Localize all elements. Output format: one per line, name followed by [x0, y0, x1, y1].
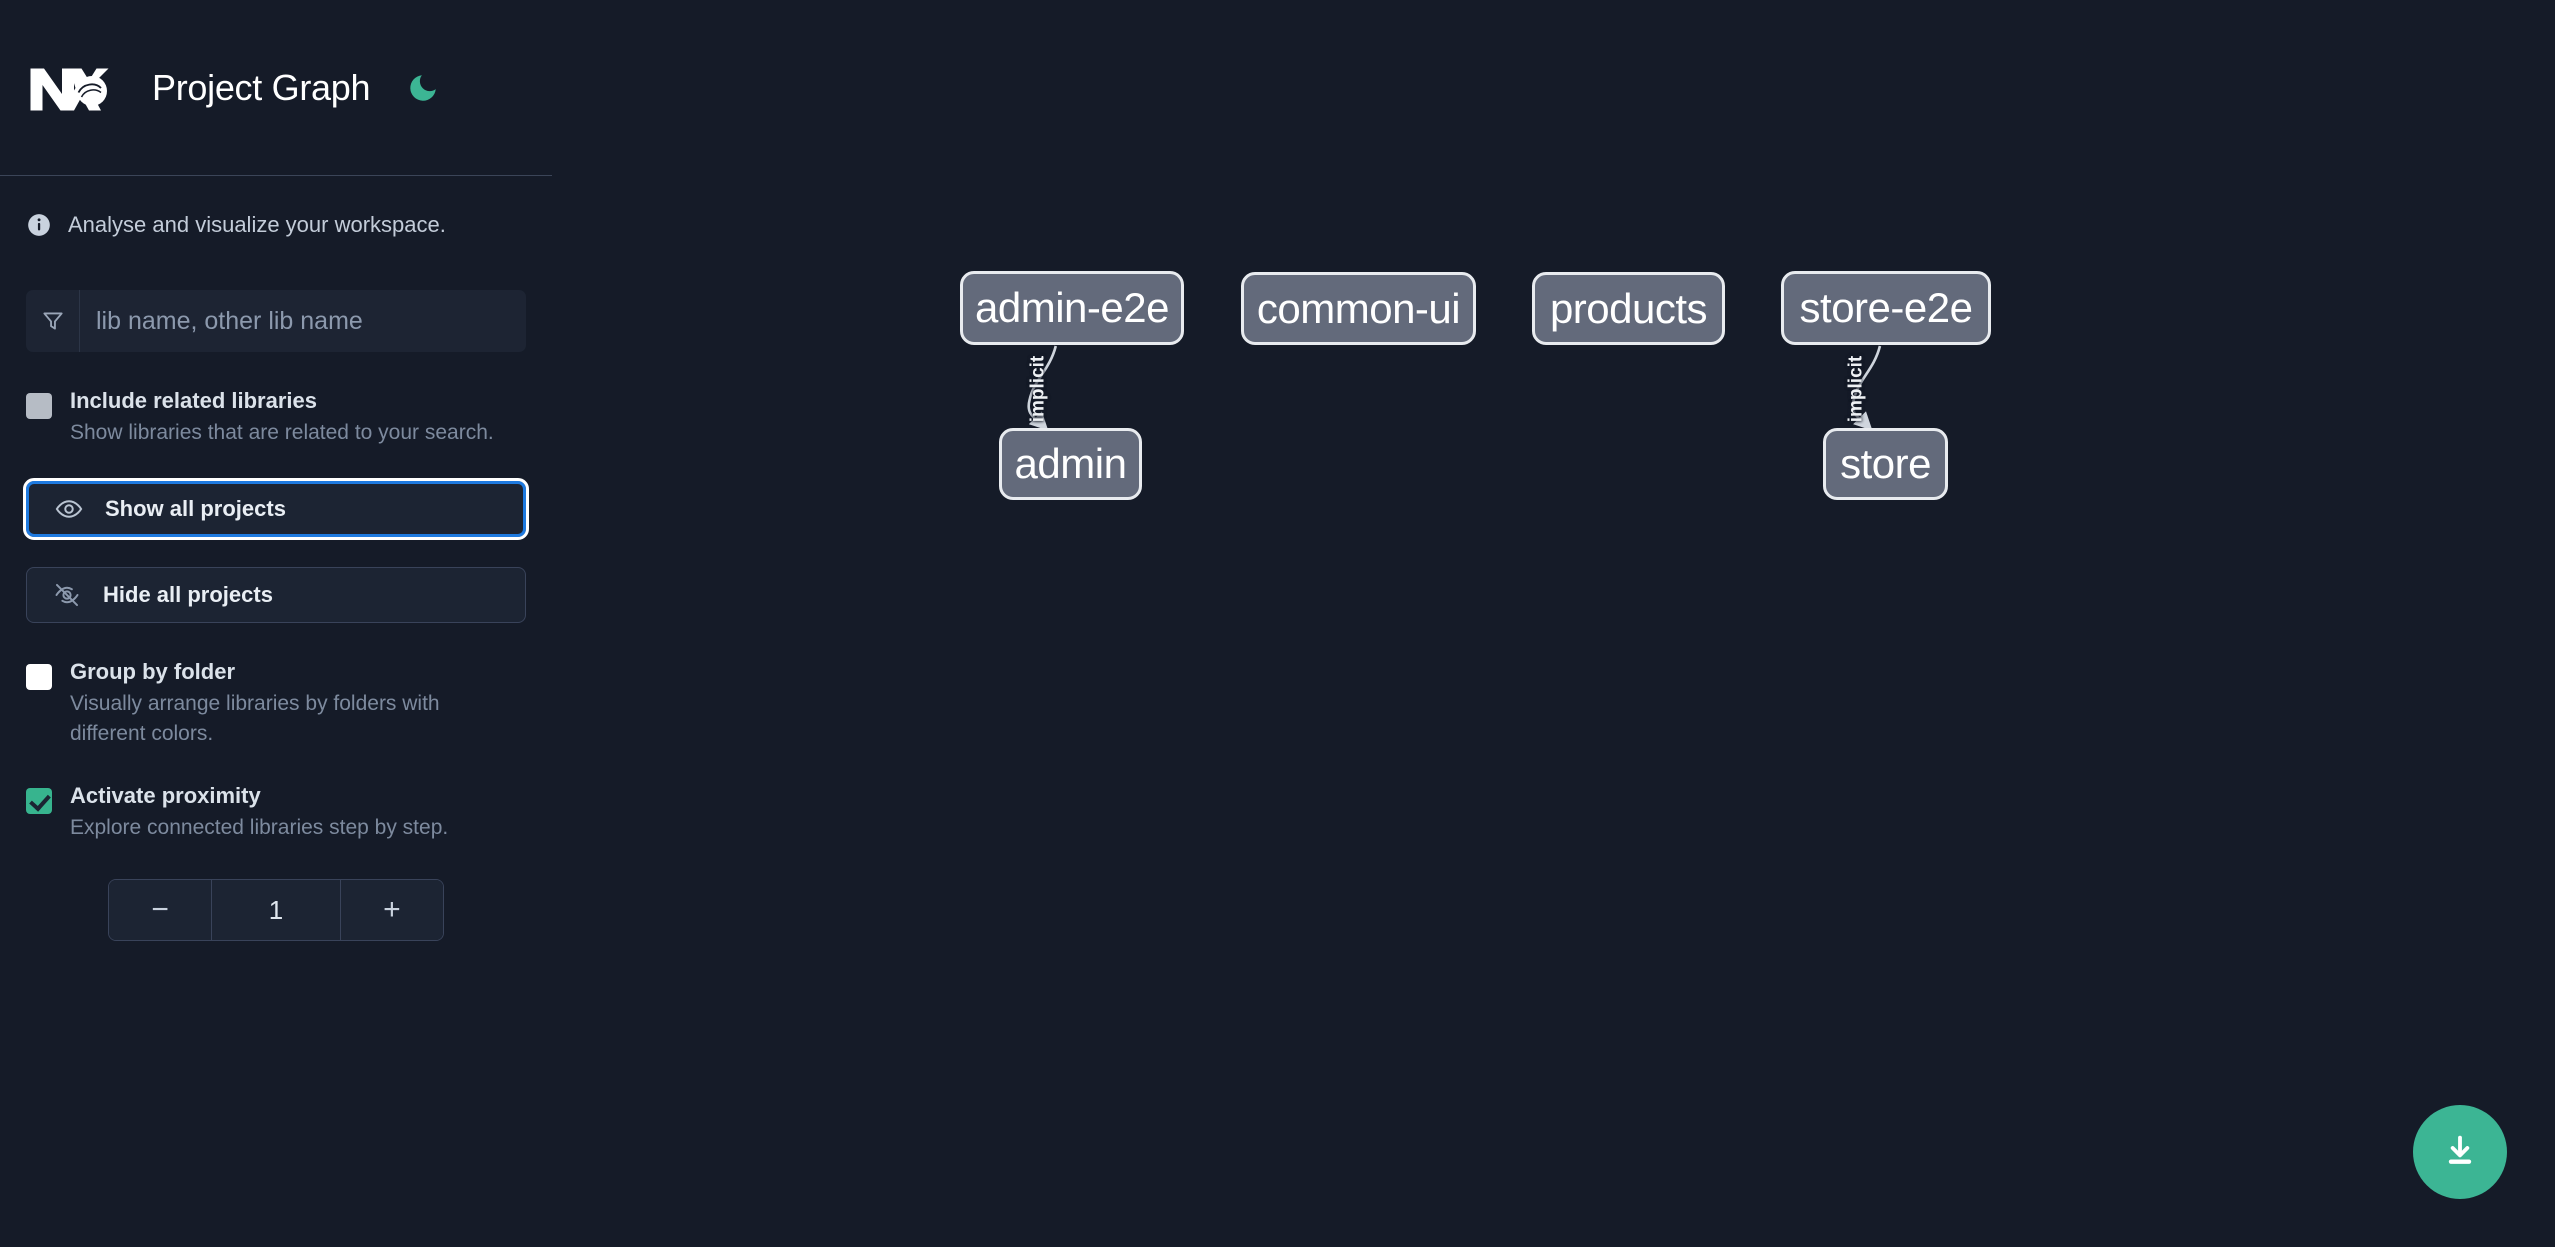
hide-all-projects-label: Hide all projects	[103, 582, 273, 608]
activate-proximity-checkbox[interactable]	[26, 788, 52, 815]
info-circle-icon	[26, 212, 52, 238]
graph-node-label: admin	[1014, 440, 1127, 487]
graph-canvas[interactable]: admin-e2e common-ui products store-e2e a…	[552, 0, 2555, 1247]
search-input[interactable]	[80, 290, 526, 352]
proximity-decrement-button[interactable]: −	[109, 880, 212, 941]
show-all-projects-label: Show all projects	[105, 496, 286, 522]
activate-proximity-label: Activate proximity	[70, 783, 261, 809]
workspace-info-text: Analyse and visualize your workspace.	[68, 212, 446, 237]
proximity-stepper[interactable]: − 1 +	[108, 879, 444, 942]
page-title: Project Graph	[152, 66, 371, 108]
graph-node-label: store-e2e	[1799, 284, 1973, 331]
workspace-info: Analyse and visualize your workspace.	[0, 176, 552, 238]
funnel-icon	[26, 290, 80, 352]
graph-node-label: admin-e2e	[975, 284, 1169, 331]
include-related-libraries-description: Show libraries that are related to your …	[70, 421, 494, 445]
show-all-projects-button[interactable]: Show all projects	[23, 478, 529, 541]
proximity-value: 1	[211, 880, 341, 941]
nx-logo	[26, 59, 116, 117]
group-by-folder-label: Group by folder	[70, 659, 235, 685]
proximity-increment-button[interactable]: +	[340, 880, 443, 941]
sidebar: Project Graph Analyse and visualize your…	[0, 0, 552, 1247]
graph-node-store[interactable]: store	[1823, 428, 1948, 500]
sidebar-header: Project Graph	[0, 0, 552, 176]
graph-node-label: store	[1840, 440, 1931, 487]
eye-off-icon	[53, 581, 81, 609]
download-icon	[2440, 1131, 2480, 1174]
activate-proximity-description: Explore connected libraries step by step…	[70, 816, 449, 840]
graph-node-products[interactable]: products	[1532, 272, 1725, 345]
graph-node-store-e2e[interactable]: store-e2e	[1781, 271, 1991, 345]
edge-label-admin-implicit: implicit	[1027, 355, 1049, 423]
option-group-by-folder[interactable]: Group by folder Visually arrange librari…	[26, 659, 526, 749]
download-button[interactable]	[2413, 1105, 2507, 1199]
graph-node-common-ui[interactable]: common-ui	[1241, 272, 1476, 345]
option-include-related-libraries[interactable]: Include related libraries Show libraries…	[26, 388, 526, 448]
graph-node-admin[interactable]: admin	[999, 428, 1142, 500]
graph-node-label: common-ui	[1256, 284, 1461, 332]
graph-node-admin-e2e[interactable]: admin-e2e	[960, 271, 1184, 345]
edge-label-store-implicit: implicit	[1845, 355, 1867, 423]
include-related-libraries-label: Include related libraries	[70, 388, 317, 413]
hide-all-projects-button[interactable]: Hide all projects	[26, 567, 526, 624]
sidebar-body: Include related libraries Show libraries…	[0, 290, 552, 942]
group-by-folder-checkbox[interactable]	[26, 664, 52, 691]
graph-node-label: products	[1549, 284, 1708, 332]
group-by-folder-description: Visually arrange libraries by folders wi…	[70, 692, 440, 746]
moon-icon[interactable]	[400, 65, 446, 111]
search-filter[interactable]	[26, 290, 526, 352]
graph-edges	[1027, 345, 1882, 431]
eye-icon	[55, 495, 83, 523]
option-activate-proximity[interactable]: Activate proximity Explore connected lib…	[26, 783, 526, 843]
include-related-libraries-checkbox[interactable]	[26, 393, 52, 419]
